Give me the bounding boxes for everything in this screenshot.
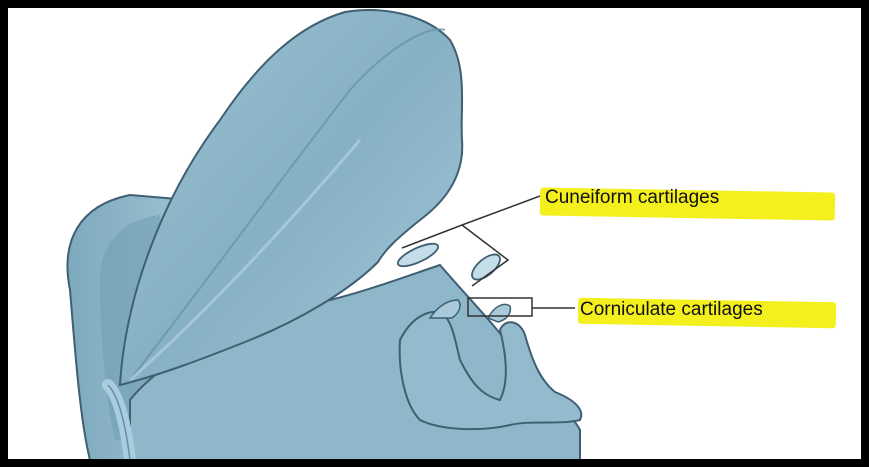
corniculate-leader — [468, 298, 575, 316]
cuneiform-label: Cuneiform cartilages — [545, 186, 719, 210]
cuneiform-cartilage-left — [395, 239, 441, 270]
corniculate-label: Corniculate cartilages — [580, 298, 763, 322]
